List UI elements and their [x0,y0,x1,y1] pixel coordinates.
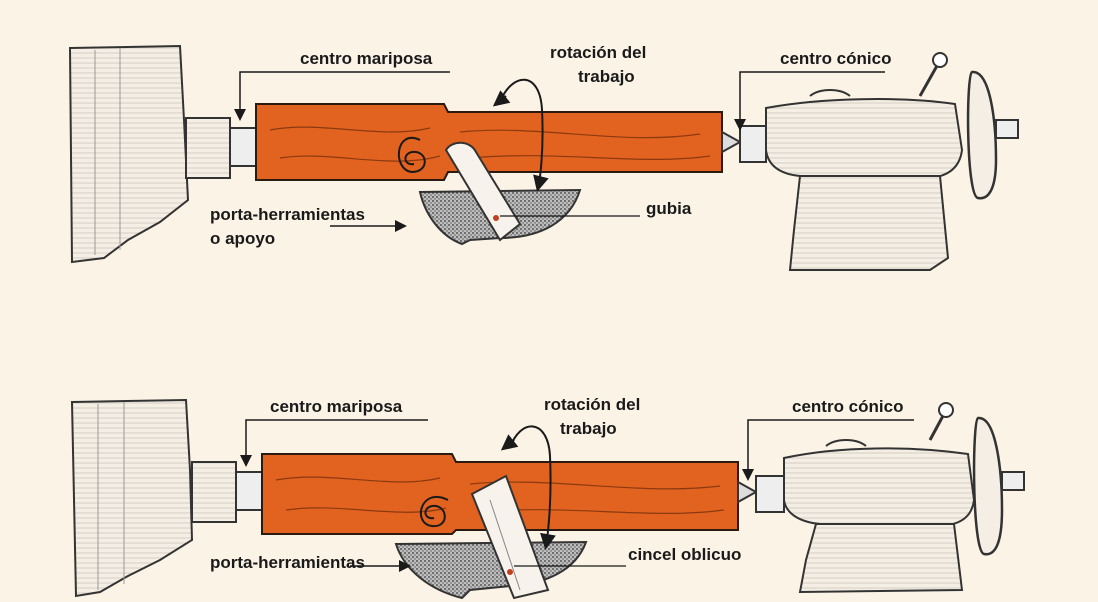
tailstock-base [800,524,962,592]
rotation-label-line1: rotación del [550,43,646,62]
headstock [70,46,188,262]
headstock-spindle [192,462,236,522]
cone-center-label: centro cónico [792,397,903,416]
handwheel [968,72,996,198]
rotation-label-line1: rotación del [544,395,640,414]
tool-rest-label-line1: porta-herramientas [210,205,365,224]
headstock [72,400,192,596]
tailstock [766,99,962,178]
tool-rest-label-line2: o apoyo [210,229,275,248]
workpiece [256,104,722,180]
skew-chisel-label: cincel oblicuo [628,545,741,564]
tailstock-cone [738,482,756,502]
butterfly-center-label: centro mariposa [300,49,433,68]
tool-rest [396,542,586,598]
lathe-diagram-bottom: centro mariposa rotación del trabajo cen… [72,395,1024,598]
butterfly-center-label: centro mariposa [270,397,403,416]
tailstock-cone [722,132,740,152]
headstock-spindle [186,118,230,178]
rotation-label-line2: trabajo [560,419,617,438]
cone-center-label: centro cónico [780,49,891,68]
handwheel [974,418,1002,554]
tool-rest-label-line1: porta-herramientas [210,553,365,572]
lathe-diagram-top: centro mariposa rotación del trabajo cen… [70,43,1018,270]
tailstock-base [790,176,948,270]
tailstock [784,448,974,526]
rotation-label-line2: trabajo [578,67,635,86]
gouge-label: gubia [646,199,692,218]
